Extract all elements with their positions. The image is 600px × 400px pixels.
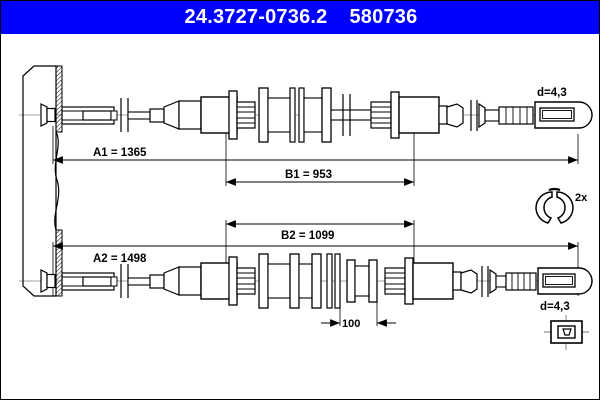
- dimension-100: 100: [321, 302, 396, 330]
- dimension-a2-label: A2 = 1498: [93, 253, 147, 265]
- break-marks-top-2: [342, 94, 351, 136]
- cable-eyelet-top: [534, 101, 593, 129]
- retaining-clip-symbol: 2x: [535, 187, 588, 224]
- part-number: 24.3727-0736.2: [184, 6, 328, 28]
- cable-end-nipple-top: [40, 103, 56, 127]
- threaded-adjuster-top: [228, 90, 256, 140]
- cable-eyelet-bottom: [537, 267, 593, 295]
- dimension-a1-label: A1 = 1365: [93, 147, 147, 159]
- adjuster-group-bottom-right: [384, 257, 462, 305]
- dimension-a1: A1 = 1365: [52, 126, 579, 164]
- reference-number: 580736: [349, 6, 418, 28]
- dimension-b1: B1 = 953: [225, 133, 415, 186]
- dimension-b2-label: B2 = 1099: [281, 230, 334, 242]
- knurled-grip-bottom: [505, 272, 537, 291]
- diameter-label-bottom: d=4,3: [540, 301, 570, 313]
- mounting-bracket-symbol: [544, 315, 589, 350]
- header-bar: 24.3727-0736.2 580736: [1, 1, 599, 34]
- dimension-b2: B2 = 1099: [225, 220, 415, 282]
- flange-discs-top: [258, 87, 332, 143]
- cable-assembly-bottom: d=4,3: [19, 253, 593, 313]
- knurled-grip-top: [498, 106, 534, 125]
- dimension-100-label: 100: [342, 318, 360, 330]
- dimension-b1-label: B1 = 953: [285, 169, 332, 181]
- technical-drawing-canvas: d=4,3 A1 = 1365 B1 = 953 B2 =: [1, 34, 599, 399]
- clip-quantity-label: 2x: [575, 192, 588, 204]
- cable-ferrule-top: [61, 106, 118, 125]
- cable-ferrule-bottom: [61, 272, 118, 291]
- diameter-label-top: d=4,3: [537, 87, 567, 99]
- cable-end-nipple-bottom: [40, 269, 56, 293]
- adjuster-group-top-right: [370, 91, 448, 139]
- break-marks-top-3: [470, 100, 478, 131]
- cable-assembly-top: d=4,3: [19, 87, 593, 143]
- threaded-adjuster-bottom: [228, 256, 256, 306]
- flange-discs-bottom: [258, 253, 378, 309]
- break-marks-bottom-3: [481, 266, 489, 297]
- mounting-bracket-plate: [22, 65, 63, 297]
